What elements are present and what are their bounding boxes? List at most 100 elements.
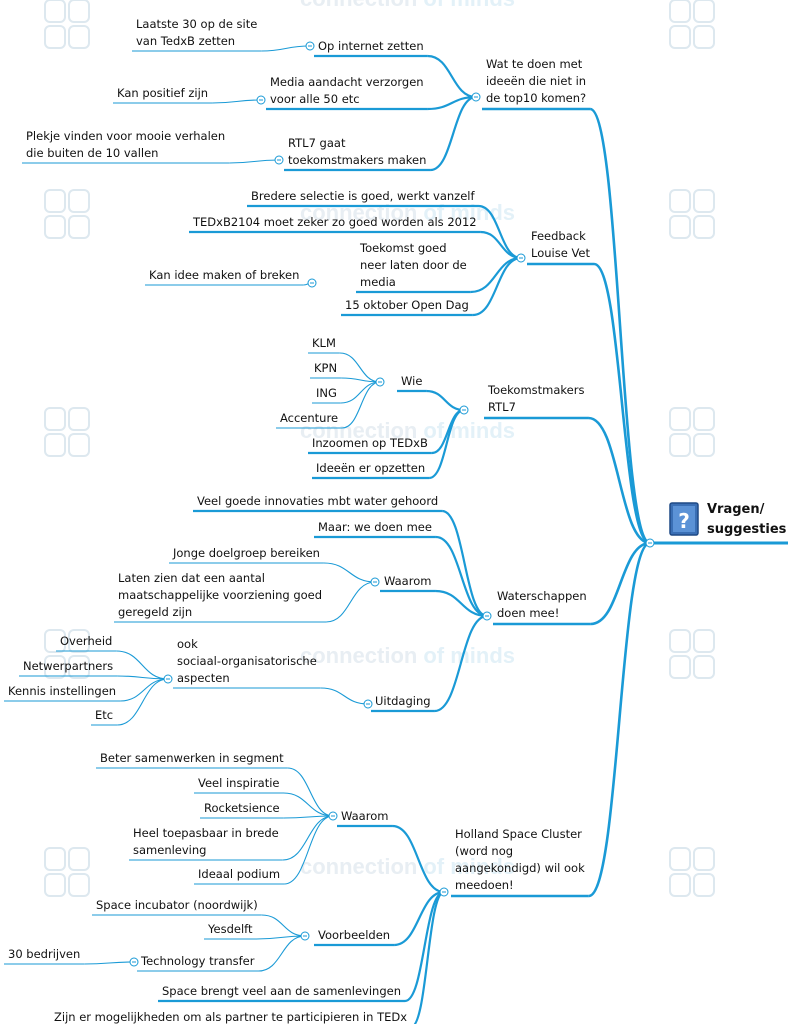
connector-line: [435, 589, 488, 618]
toepasbaar-label: Heel toepasbaar in brede: [133, 826, 279, 840]
idee-maken-label: Kan idee maken of breken: [149, 268, 299, 282]
rtl7-gaat-collapse-toggle[interactable]: [274, 155, 284, 165]
media-aandacht-label: voor alle 50 etc: [270, 92, 360, 106]
rtl7-gaat-label: RTL7 gaat: [288, 136, 346, 150]
branch-waterschappen-collapse-toggle[interactable]: [482, 611, 492, 621]
jonge-doelgroep-label: Jonge doelgroep bereiken: [172, 546, 320, 560]
ook-sociaal-label: sociaal-organisatorische: [177, 654, 317, 668]
space-brengt-label: Space brengt veel aan de samenlevingen: [162, 984, 401, 998]
branch-space-cluster-label: aangekondigd) wil ook: [455, 861, 585, 875]
connector-line: [326, 581, 376, 623]
connector-line: [229, 159, 280, 164]
media-aandacht-label: Media aandacht verzorgen: [270, 75, 424, 89]
connector-line: [435, 535, 488, 618]
watermark-logo-icon: [44, 407, 90, 457]
connector-line: [84, 961, 135, 965]
toekomst-goed-collapse-toggle[interactable]: [307, 278, 317, 288]
root-node[interactable]: ?Vragen/suggesties: [669, 502, 787, 537]
watermark-logo-icon: [44, 0, 90, 49]
plekje-label: die buiten de 10 vallen: [26, 146, 158, 160]
branch-feedback-collapse-toggle[interactable]: [516, 253, 526, 263]
branch-top10-label: ideeën die niet in: [486, 74, 586, 88]
question-book-icon: ?: [669, 502, 699, 536]
toepasbaar-label: samenleving: [133, 843, 206, 857]
branch-top10-collapse-toggle[interactable]: [471, 92, 481, 102]
connector-line: [428, 408, 465, 480]
technology-transfer-collapse-toggle[interactable]: [129, 957, 139, 967]
ook-sociaal-collapse-toggle[interactable]: [163, 674, 173, 684]
op-internet-collapse-toggle[interactable]: [305, 41, 315, 51]
tedxb2014-label: TEDxB2104 moet zeker zo goed worden als …: [192, 215, 477, 229]
root-label-line2: suggesties: [707, 522, 787, 537]
ideeen-opzetten-label: Ideeën er opzetten: [316, 461, 425, 475]
connector-line: [261, 45, 311, 52]
branch-feedback-label: Feedback: [531, 229, 586, 243]
ideaal-podium-label: Ideaal podium: [198, 867, 280, 881]
branch-space-cluster-collapse-toggle[interactable]: [439, 887, 449, 897]
connector-line: [480, 230, 522, 260]
branch-toekomstmakers-collapse-toggle[interactable]: [459, 405, 469, 415]
waarom-water-label: Waarom: [384, 574, 431, 588]
connector-line: [588, 541, 651, 898]
watermark-logo-icon: [44, 629, 90, 679]
wie-label: Wie: [401, 374, 422, 388]
voorbeelden-label: Voorbeelden: [318, 928, 390, 942]
root-collapse-toggle[interactable]: [645, 538, 655, 548]
dertig-bedrijven-label: 30 bedrijven: [8, 947, 80, 961]
bredere-selectie-label: Bredere selectie is goed, werkt vanzelf: [251, 189, 475, 203]
branch-toekomstmakers-label: Toekomstmakers: [487, 383, 584, 397]
rtl7-gaat-label: toekomstmakers maken: [288, 153, 426, 167]
connector-lines: [4, 45, 788, 1024]
branch-space-cluster-label: Holland Space Cluster: [455, 827, 582, 841]
toekomst-goed-label: Toekomst goed: [359, 241, 447, 255]
ing-label: ING: [316, 386, 337, 400]
connector-line: [258, 935, 306, 972]
connector-line: [341, 381, 381, 429]
connector-line: [430, 95, 477, 172]
watermark-logo-icon: [669, 847, 715, 897]
connector-line: [434, 614, 488, 713]
collapse-toggles: [129, 41, 655, 967]
op-internet-label: Op internet zetten: [318, 39, 424, 53]
uitdaging-collapse-toggle[interactable]: [363, 699, 373, 709]
overheid-label: Overheid: [60, 634, 112, 648]
connector-line: [256, 935, 306, 940]
connector-line: [120, 678, 169, 702]
connector-line: [427, 54, 477, 99]
connector-line: [283, 815, 334, 885]
branch-space-cluster-label: (word nog: [455, 844, 513, 858]
connector-line: [588, 416, 651, 545]
we-doen-mee-label: Maar: we doen mee: [318, 520, 432, 534]
yesdelft-label: Yesdelft: [207, 922, 253, 936]
toekomst-goed-label: neer laten door de: [360, 258, 467, 272]
open-dag-label: 15 oktober Open Dag: [345, 298, 469, 312]
connector-line: [117, 678, 169, 726]
rocketsience-label: Rocketsience: [204, 801, 280, 815]
connector-line: [404, 890, 445, 1003]
connector-line: [472, 256, 522, 317]
laten-zien-label: Laten zien dat een aantal: [118, 571, 265, 585]
branch-space-cluster-label: meedoen!: [455, 878, 514, 892]
connector-line: [261, 914, 306, 937]
connector-line: [340, 381, 381, 404]
watermark-logo-icon: [669, 0, 715, 49]
connector-line: [590, 541, 651, 626]
voorbeelden-collapse-toggle[interactable]: [300, 931, 310, 941]
technology-transfer-label: Technology transfer: [140, 954, 255, 968]
partner-label: Zijn er mogelijkheden om als partner te …: [54, 1010, 407, 1024]
branch-toekomstmakers-label: RTL7: [488, 400, 516, 414]
wie-collapse-toggle[interactable]: [375, 377, 385, 387]
kpn-label: KPN: [314, 361, 337, 375]
waarom-water-collapse-toggle[interactable]: [370, 577, 380, 587]
waarom-space-collapse-toggle[interactable]: [328, 811, 338, 821]
connector-line: [287, 767, 334, 817]
connector-line: [392, 824, 445, 894]
connector-line: [441, 509, 488, 618]
media-aandacht-collapse-toggle[interactable]: [256, 95, 266, 105]
laatste-30-label: van TedxB zetten: [136, 34, 235, 48]
connector-line: [341, 377, 381, 383]
connector-line: [283, 792, 334, 817]
